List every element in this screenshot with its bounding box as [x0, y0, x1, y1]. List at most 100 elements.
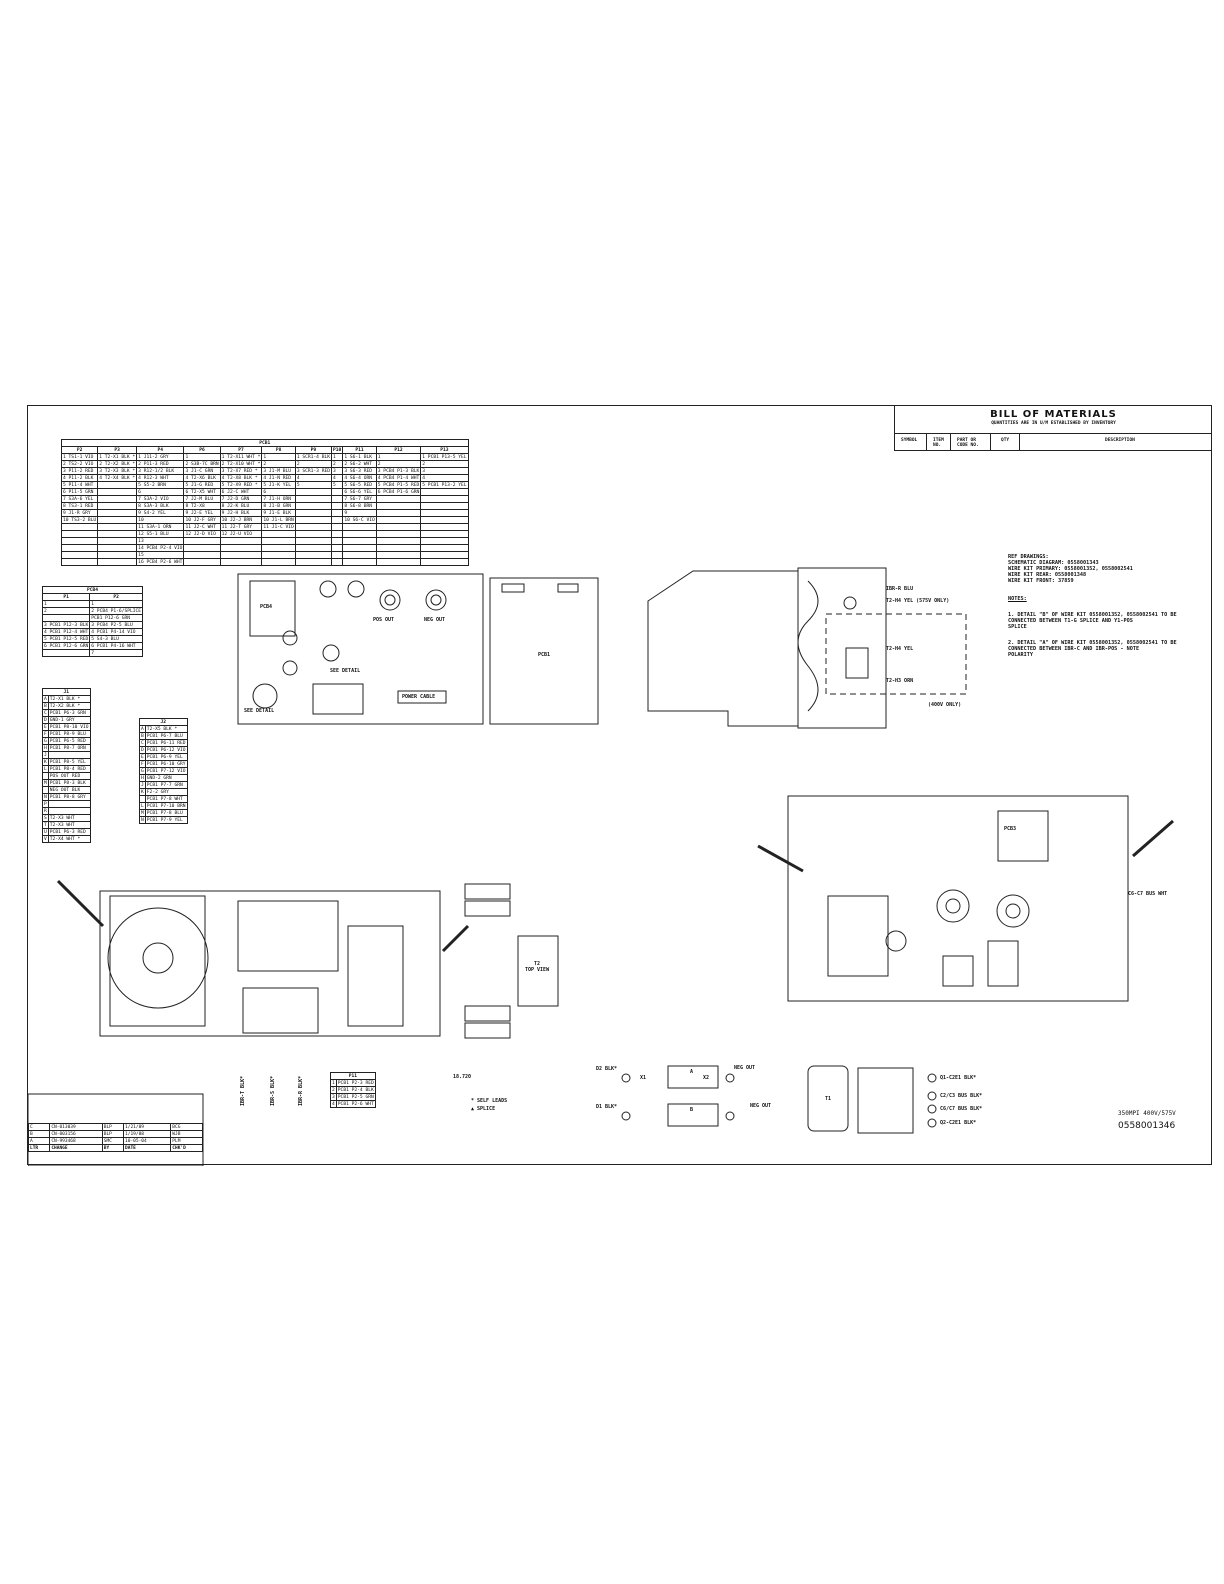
pcb1-cell	[342, 558, 377, 566]
pcb1-row: 13	[60, 537, 469, 545]
notes-heading: NOTES:	[1008, 596, 1027, 602]
q1-label: Q1-C2E1 BLK*	[940, 1075, 977, 1081]
c6c7-bus-label: C6-C7 BUS WHT	[1128, 891, 1168, 897]
revision-cell: BLP	[101, 1123, 125, 1131]
revision-cell: 1/21/09	[123, 1123, 172, 1131]
revision-block-outline	[28, 1093, 204, 1166]
drawing-sheet: BILL OF MATERIALS QUANTITIES ARE IN U/M …	[27, 405, 1212, 1166]
drawing-number: 0558001346	[1118, 1121, 1176, 1131]
revision-cell: BCG	[170, 1123, 203, 1131]
note-line: 1. DETAIL "B" OF WIRE KIT 0558001352, 05…	[1008, 612, 1177, 618]
revision-cell: WJB	[170, 1130, 203, 1138]
power-cable-label: POWER CABLE	[402, 694, 436, 700]
revision-cell: CN-003156	[49, 1130, 103, 1138]
control-panel-outline	[237, 573, 484, 725]
bom-col-symbol: SYMBOL	[901, 438, 918, 443]
q2-label: Q2-C2E1 BLK*	[940, 1120, 977, 1126]
pcb1-cell: 16 PCB4 P2-6 WHT	[136, 558, 185, 566]
t2h4b-label: T2-H4 YEL	[886, 646, 914, 652]
legend-splice: ▲ SPLICE	[471, 1106, 496, 1112]
j1-cell: T2-X4 WHT *	[47, 835, 91, 843]
note-line: CONNECTED BETWEEN IBR-C AND IBR-POS - NO…	[1008, 646, 1140, 652]
pcb4-row: 7	[41, 649, 144, 657]
ibr-s-label: IBR-S BLK*	[270, 1075, 276, 1106]
revision-cell: A	[27, 1137, 51, 1145]
t2-top-view-label: T2 TOP VIEW	[525, 961, 550, 973]
bom-col-description: DESCRIPTION	[1105, 438, 1135, 443]
bom-col-item: ITEM NO.	[933, 438, 944, 448]
ref-heading: REF DRAWINGS:	[1008, 554, 1049, 560]
lower-left-chassis-view	[99, 890, 441, 1037]
neg-out-label: NEG OUT	[750, 1103, 772, 1109]
ibr-t-label: IBR-T BLK*	[240, 1075, 246, 1106]
dimension-label: 18.720	[453, 1074, 472, 1080]
b-label: B	[690, 1107, 694, 1113]
neg-out-label: NEG OUT	[424, 617, 446, 623]
d2-label: D2 BLK*	[596, 1066, 618, 1072]
c2c3-label: C2/C3 BUS BLK*	[940, 1093, 983, 1099]
note-line: 2. DETAIL "A" OF WIRE KIT 0558001352, 05…	[1008, 640, 1177, 646]
revision-header: DATE	[123, 1144, 172, 1152]
pcb1-label: PCB1	[538, 652, 551, 658]
pcb1-cell	[420, 558, 469, 566]
pcb4-label: PCB4	[260, 604, 273, 610]
ref-line: WIRE KIT REAR: 0558001348	[1008, 572, 1087, 578]
revision-cell: 1/19/08	[123, 1130, 172, 1138]
x1-label: X1	[640, 1075, 647, 1081]
ref-line: SCHEMATIC DIAGRAM: 0558001343	[1008, 560, 1099, 566]
ref-line: WIRE KIT PRIMARY: 0558001352, 0558002541	[1008, 566, 1133, 572]
model-label: 350MPI 400V/575V	[1118, 1110, 1176, 1117]
revision-header: LTR	[27, 1144, 51, 1152]
a-label: A	[690, 1069, 694, 1075]
pcb1-cell	[331, 558, 344, 566]
revision-header: CHANGE	[49, 1144, 103, 1152]
revision-cell: CN-993468	[49, 1137, 103, 1145]
t1-label: T1	[825, 1096, 832, 1102]
ibr-r-label: IBR-R BLU	[886, 586, 914, 592]
t2-top-view-box	[517, 935, 559, 1007]
neg-out-label: NEG OUT	[734, 1065, 756, 1071]
pcb1-cell	[183, 558, 221, 566]
note-line: SPLICE	[1008, 624, 1027, 630]
bom-subtitle: QUANTITIES ARE IN U/M ESTABLISHED BY INV…	[991, 421, 1116, 426]
pcb4-cell	[41, 649, 91, 657]
bom-col-qty: QTY	[1001, 438, 1010, 443]
note-line: POLARITY	[1008, 652, 1033, 658]
revision-header: CHK'D	[170, 1144, 203, 1152]
dashed-detail-box	[825, 613, 967, 695]
pcb4-board-outline	[249, 580, 296, 637]
pcb4-cell: 7	[89, 649, 144, 657]
lower-right-chassis-view	[787, 795, 1129, 1002]
revision-cell: B	[27, 1130, 51, 1138]
pcb1-cell	[60, 558, 99, 566]
see-detail-label: SEE DETAIL	[330, 668, 361, 674]
ref-line: WIRE KIT FRONT: 37859	[1008, 578, 1074, 584]
ibr-r-label: IBR-R BLK*	[298, 1075, 304, 1106]
d1-label: D1 BLK*	[596, 1104, 618, 1110]
j2-cell: PCB1 P7-9 YEL	[144, 816, 188, 824]
x2-label: X2	[703, 1075, 710, 1081]
revision-header: BY	[101, 1144, 125, 1152]
pcb1-cell	[261, 558, 296, 566]
c6c7-label: C6/C7 BUS BLK*	[940, 1106, 983, 1112]
revision-cell: C	[27, 1123, 51, 1131]
t2h4-label: T2-H4 YEL (575V ONLY)	[886, 598, 950, 604]
bom-col-part: PART OR CODE NO.	[957, 438, 979, 448]
pcb1-row: 16 PCB4 P2-6 WHT	[60, 558, 469, 566]
revision-cell: 10-05-04	[123, 1137, 172, 1145]
